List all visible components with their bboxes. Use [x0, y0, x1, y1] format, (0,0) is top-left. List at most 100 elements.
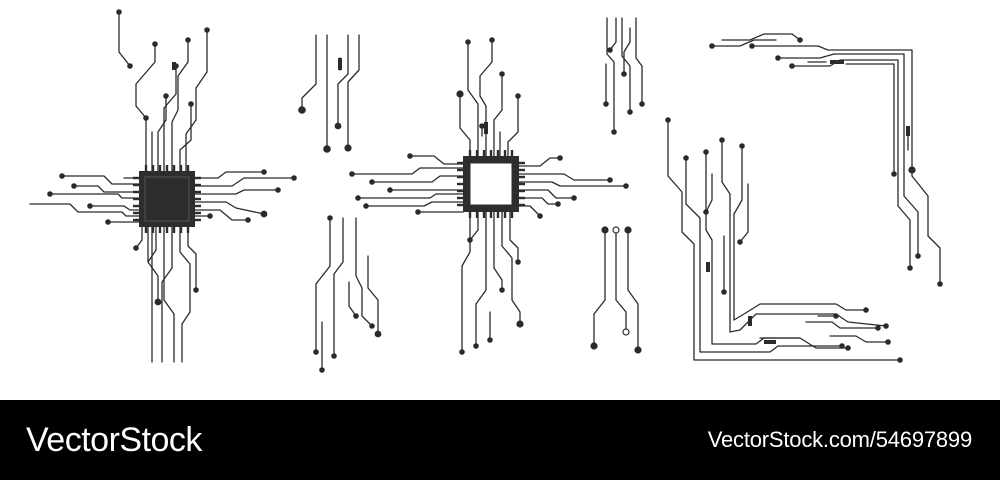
circuit-pad [665, 117, 671, 123]
chip-pin [186, 165, 190, 171]
chip-pin [133, 204, 139, 208]
circuit-pad [601, 226, 609, 234]
circuit-pad [369, 323, 375, 329]
circuit-trace [157, 95, 167, 172]
circuit-pad [555, 201, 561, 207]
circuit-trace [49, 193, 140, 199]
circuit-trace [194, 209, 249, 221]
chip-pin [457, 161, 463, 165]
circuit-trace [194, 171, 265, 179]
chip-pin [195, 218, 201, 222]
circuit-pad [459, 349, 465, 355]
circuit-trace [705, 151, 849, 349]
chip-pin [510, 150, 514, 156]
circuit-trace [751, 45, 913, 145]
circuit-trace [347, 34, 360, 149]
circuit-trace [118, 11, 131, 67]
circuit-pad [797, 37, 803, 43]
circuit-pad [465, 39, 471, 45]
circuit-trace [623, 27, 631, 75]
circuit-pad [204, 27, 210, 33]
circuit-pad [719, 137, 725, 143]
circuit-pad [907, 265, 913, 271]
circuit-trace [355, 217, 373, 327]
circuit-pad [319, 367, 325, 373]
circuit-pad [349, 171, 355, 177]
circuit-trace [609, 17, 617, 51]
circuit-pad [639, 101, 645, 107]
circuit-trace [73, 185, 140, 193]
chip-pin [482, 150, 486, 156]
circuit-pad [537, 213, 543, 219]
circuit-pad [188, 101, 194, 107]
circuit-pad [261, 169, 267, 175]
circuit-pad [87, 203, 93, 209]
chip-pin [503, 212, 507, 218]
circuit-trace [337, 34, 349, 127]
circuit-pad [883, 323, 889, 329]
circuit-pad [59, 173, 65, 179]
watermark-footer: VectorStock VectorStock.com/54697899 [0, 400, 1000, 480]
circuit-pad [313, 349, 319, 355]
circuit-pad [133, 245, 139, 251]
circuit-pad [789, 63, 795, 69]
chip-pin [457, 196, 463, 200]
circuit-trace [459, 93, 471, 157]
circuit-trace [185, 29, 208, 172]
circuit-trace [667, 119, 901, 361]
circuit-pad [207, 213, 213, 219]
circuit-trace [518, 197, 559, 205]
circuit-trace [61, 175, 140, 185]
circuit-trace [829, 335, 889, 343]
circuit-pad [875, 325, 881, 331]
circuit-trace [135, 226, 143, 249]
circuit-trace [365, 201, 464, 207]
chip-pin [519, 161, 525, 165]
chip-pin [475, 212, 479, 218]
chip-pin [133, 190, 139, 194]
circuit-pad [143, 115, 149, 121]
circuit-trace [733, 145, 867, 321]
chip-pin [195, 176, 201, 180]
chip-pin [457, 175, 463, 179]
circuit-trace [409, 155, 464, 165]
chip-pin [151, 227, 155, 233]
circuit-trace [739, 183, 749, 243]
circuit-artwork [29, 9, 943, 373]
chip-pin [165, 227, 169, 233]
chip-pin [468, 150, 472, 156]
circuit-component [706, 262, 710, 272]
circuit-pad [603, 101, 609, 107]
circuit-pad [193, 287, 199, 293]
circuit-pad [327, 215, 333, 221]
circuit-pad [703, 209, 709, 215]
circuit-trace [903, 169, 919, 257]
chip-pin [457, 182, 463, 186]
chip-pin [144, 227, 148, 233]
chip-pin [165, 165, 169, 171]
circuit-pad [611, 129, 617, 135]
chip-pin [503, 150, 507, 156]
circuit-pad [489, 37, 495, 43]
circuit-component [764, 340, 776, 344]
circuit-pad [634, 346, 642, 354]
circuit-component [484, 122, 488, 134]
circuit-pad [71, 183, 77, 189]
circuit-component [906, 126, 910, 136]
circuit-pad [353, 313, 359, 319]
chip-pin [172, 165, 176, 171]
circuit-pad [623, 183, 629, 189]
chip-pin [482, 212, 486, 218]
circuit-trace [711, 39, 777, 47]
chip-pin [519, 168, 525, 172]
circuit-pad [607, 47, 613, 53]
circuit-pad [331, 353, 337, 359]
circuit-trace [301, 34, 317, 111]
chip-pin [151, 165, 155, 171]
circuit-trace [467, 41, 479, 157]
circuit-trace [171, 39, 189, 172]
circuit-pad [845, 345, 851, 351]
circuit-trace [518, 173, 611, 181]
chip-pin [457, 203, 463, 207]
circuit-trace [194, 177, 295, 187]
